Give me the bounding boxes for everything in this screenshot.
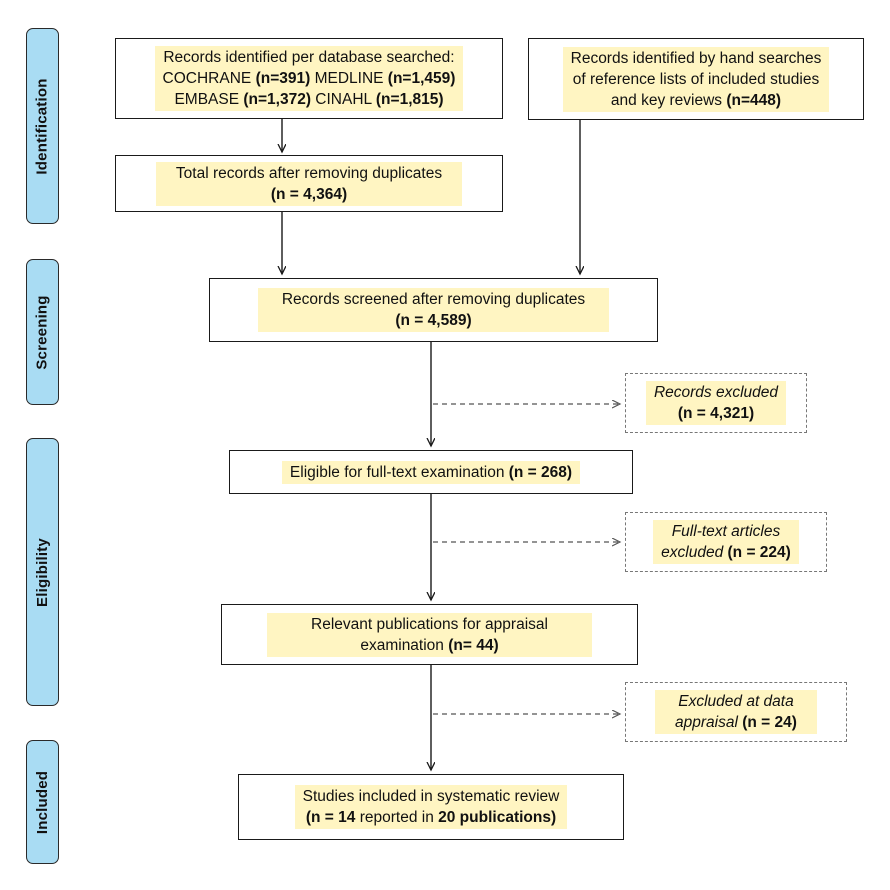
phase-screening: Screening	[26, 259, 59, 405]
box-database-search-text: Records identified per database searched…	[154, 46, 464, 111]
box-after-duplicates-text: Total records after removing duplicates …	[155, 161, 463, 206]
box-database-search: Records identified per database searched…	[115, 38, 503, 119]
box-screened: Records screened after removing duplicat…	[209, 278, 658, 342]
box-included-text: Studies included in systematic review (n…	[294, 785, 568, 829]
box-hand-search: Records identified by hand searches of r…	[528, 38, 864, 120]
box-records-excluded: Records excluded (n = 4,321)	[625, 373, 807, 433]
box-eligible-text: Eligible for full-text examination (n = …	[281, 460, 581, 484]
box-fulltext-excluded: Full-text articles excluded (n = 224)	[625, 512, 827, 572]
box-appraisal: Relevant publications for appraisal exam…	[221, 604, 638, 665]
phase-included: Included	[26, 740, 59, 864]
box-screened-text: Records screened after removing duplicat…	[257, 288, 610, 332]
box-data-excluded-text: Excluded at data appraisal (n = 24)	[655, 690, 817, 734]
phase-eligibility: Eligibility	[26, 438, 59, 706]
box-eligible: Eligible for full-text examination (n = …	[229, 450, 633, 494]
phase-identification: Identification	[26, 28, 59, 224]
box-records-excluded-text: Records excluded (n = 4,321)	[645, 381, 787, 425]
box-included: Studies included in systematic review (n…	[238, 774, 624, 840]
box-fulltext-excluded-text: Full-text articles excluded (n = 224)	[653, 520, 799, 564]
box-data-excluded: Excluded at data appraisal (n = 24)	[625, 682, 847, 742]
box-appraisal-text: Relevant publications for appraisal exam…	[267, 612, 592, 657]
box-after-duplicates: Total records after removing duplicates …	[115, 155, 503, 212]
box-hand-search-text: Records identified by hand searches of r…	[562, 46, 830, 112]
